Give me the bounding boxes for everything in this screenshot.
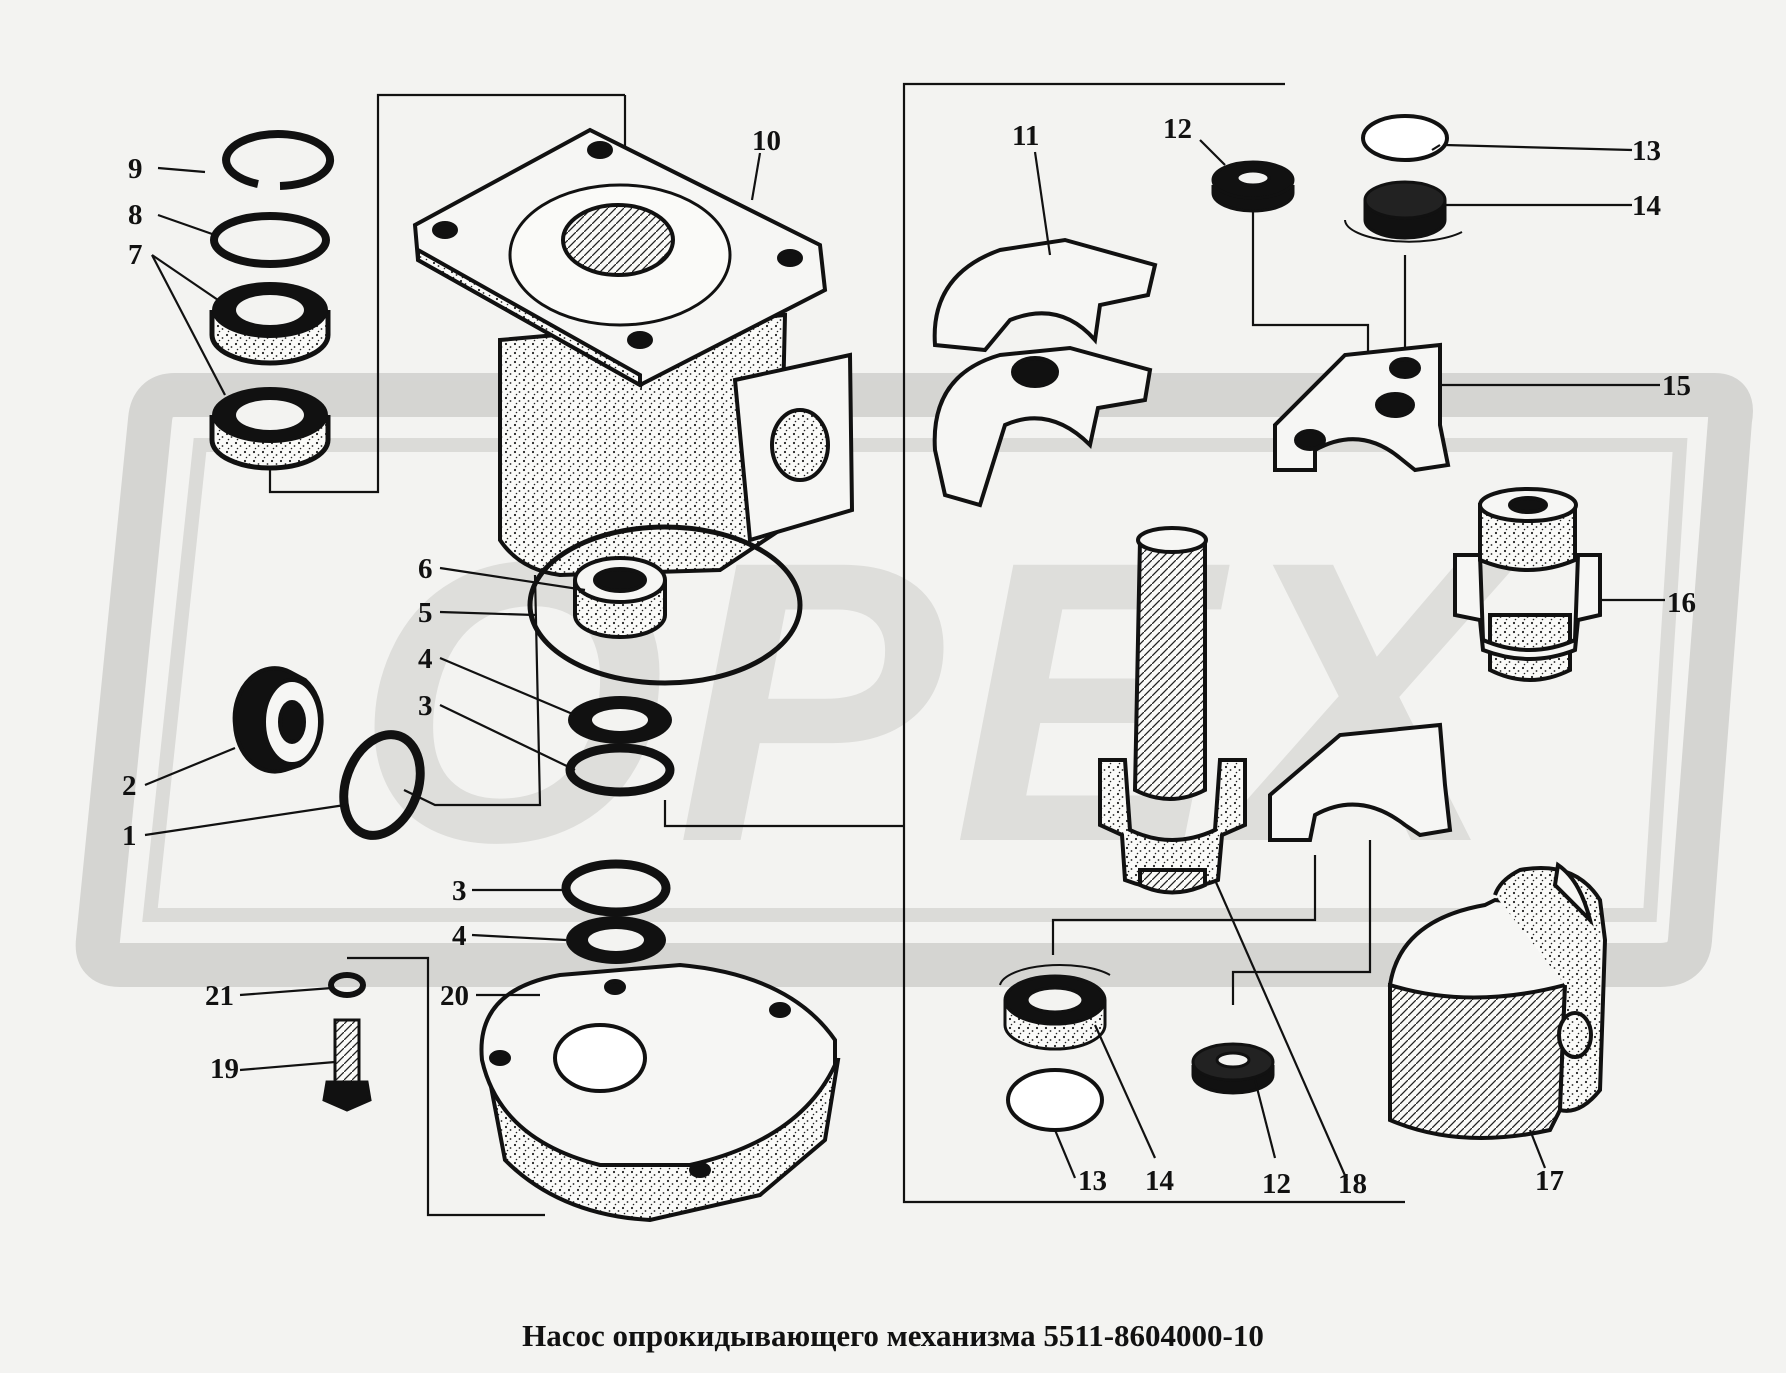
part-11-bearing-plate bbox=[932, 237, 1158, 508]
part-7-seal-upper bbox=[209, 282, 331, 366]
part-16-gear bbox=[1453, 487, 1602, 682]
label-9: 9 bbox=[128, 153, 143, 185]
label-3-upper: 3 bbox=[418, 690, 433, 722]
watermark-logo: OPEX bbox=[75, 373, 1753, 987]
label-10: 10 bbox=[752, 125, 781, 157]
label-13-bottom: 13 bbox=[1078, 1165, 1107, 1197]
part-13-plug-bottom bbox=[1006, 1068, 1104, 1132]
part-10-pump-housing bbox=[412, 127, 855, 578]
label-19: 20 bbox=[440, 980, 469, 1012]
part-6-bushing bbox=[573, 556, 667, 639]
part-4-seal-lower bbox=[566, 916, 666, 964]
part-13-plug-top bbox=[1361, 114, 1449, 162]
label-13-top: 13 bbox=[1632, 135, 1661, 167]
label-18: 18 bbox=[1338, 1168, 1367, 1200]
label-1: 1 bbox=[122, 820, 137, 852]
label-21: 21 bbox=[205, 980, 234, 1012]
part-19-cover bbox=[479, 962, 841, 1223]
part-21-lock-washer bbox=[328, 972, 366, 998]
bracket-lines bbox=[268, 82, 1407, 1217]
label-3-lower: 3 bbox=[452, 875, 467, 907]
label-17: 17 bbox=[1535, 1165, 1564, 1197]
part-2-bearing bbox=[232, 666, 324, 774]
label-20: 19 bbox=[210, 1053, 239, 1085]
diagram-caption: Насос опрокидывающего механизма 5511-860… bbox=[522, 1318, 1264, 1353]
part-18-drive-shaft-gear bbox=[1098, 526, 1247, 895]
label-2: 2 bbox=[122, 770, 137, 802]
label-14-top: 14 bbox=[1632, 190, 1661, 222]
part-17-gear-body bbox=[1387, 861, 1608, 1140]
part-3-ring-upper bbox=[565, 743, 675, 797]
label-11: 11 bbox=[1012, 120, 1039, 152]
label-8: 8 bbox=[128, 199, 143, 231]
part-14-seal-top bbox=[1344, 180, 1463, 243]
label-14-bottom: 14 bbox=[1145, 1165, 1174, 1197]
part-lower-bearing-plate bbox=[1268, 722, 1453, 842]
part-8-washer bbox=[210, 212, 330, 268]
label-4-lower: 4 bbox=[452, 920, 467, 952]
label-6: 6 bbox=[418, 553, 433, 585]
part-7-seal-lower bbox=[209, 387, 331, 471]
label-15: 15 bbox=[1662, 370, 1691, 402]
part-15-plate bbox=[1273, 342, 1451, 473]
part-12-seal-bottom bbox=[1191, 1042, 1275, 1095]
part-4-seal-upper bbox=[568, 696, 672, 744]
part-9-snap-ring bbox=[222, 130, 335, 190]
label-5: 5 bbox=[418, 597, 433, 629]
label-12-bottom: 12 bbox=[1262, 1168, 1291, 1200]
callout-leaders bbox=[144, 139, 1665, 1181]
label-4-upper: 4 bbox=[418, 643, 433, 675]
label-12-top: 12 bbox=[1163, 113, 1192, 145]
part-3-ring-lower bbox=[561, 859, 671, 917]
label-7: 7 bbox=[128, 239, 143, 271]
label-16: 16 bbox=[1667, 587, 1696, 619]
part-5-o-ring bbox=[527, 524, 803, 686]
part-1-washer bbox=[339, 730, 425, 840]
part-20-bolt bbox=[322, 1018, 372, 1112]
part-14-seal-bottom bbox=[999, 964, 1111, 1051]
part-12-seal-top bbox=[1211, 160, 1295, 213]
callout-labels: 9 8 7 10 11 12 13 14 15 16 6 5 4 3 2 1 3… bbox=[122, 113, 1696, 1200]
